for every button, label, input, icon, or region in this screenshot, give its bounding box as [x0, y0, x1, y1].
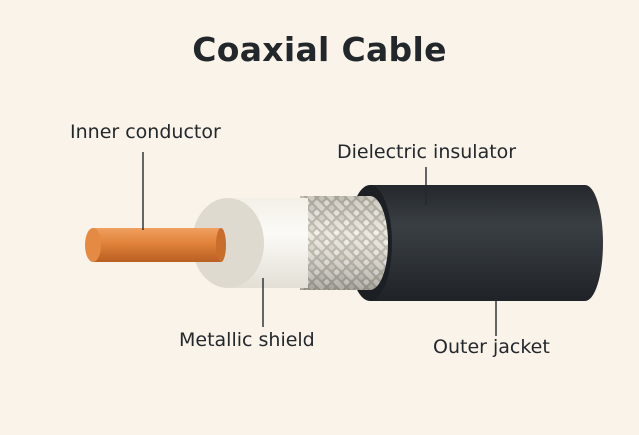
- dielectric-insulator: [192, 198, 308, 288]
- diagram-title: Coaxial Cable: [192, 30, 447, 69]
- label-inner-conductor: Inner conductor: [70, 121, 221, 143]
- label-outer-jacket: Outer jacket: [433, 336, 550, 358]
- label-metallic-shield: Metallic shield: [179, 329, 315, 351]
- inner-conductor: [85, 228, 226, 262]
- label-dielectric-insulator: Dielectric insulator: [337, 141, 517, 163]
- metallic-shield: [300, 196, 388, 290]
